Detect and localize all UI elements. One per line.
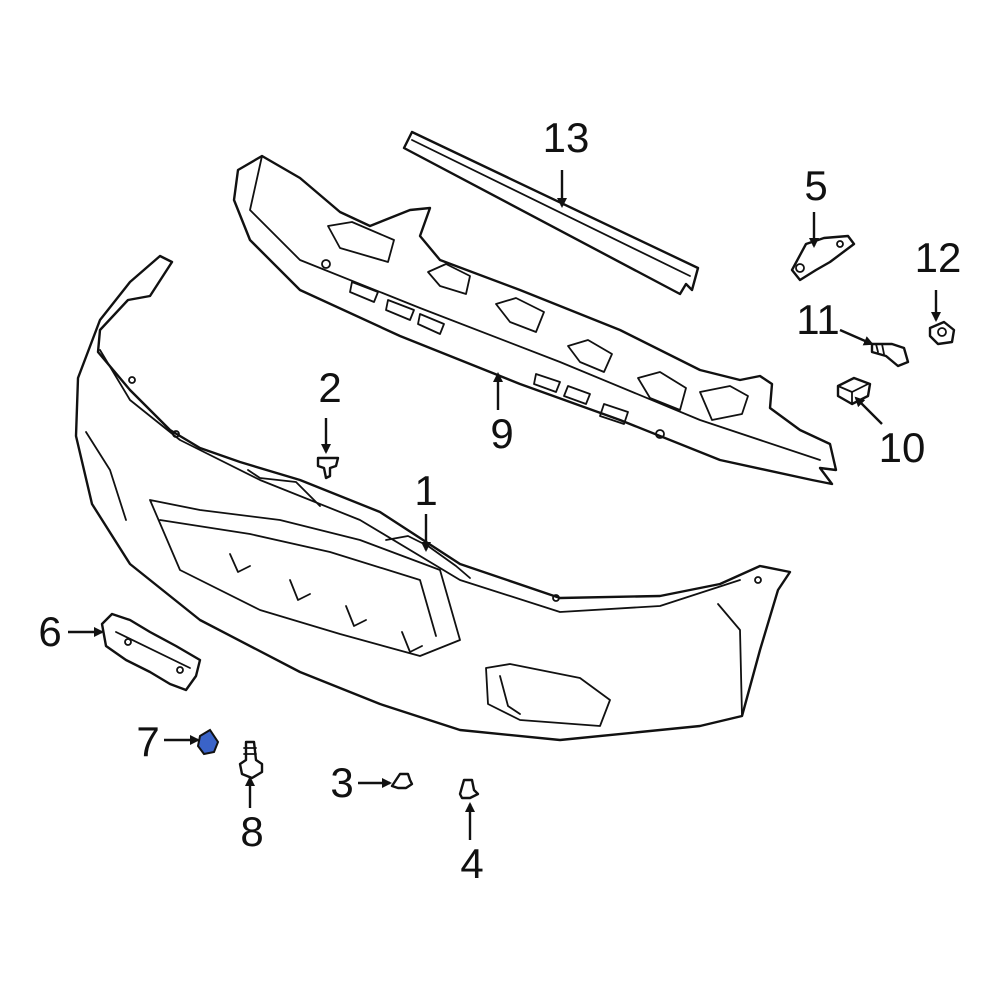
callout-1: 1 [414, 467, 437, 514]
leader-11 [839, 328, 874, 346]
moulding-strip-part[interactable] [402, 130, 700, 296]
push-clip-part[interactable] [316, 456, 340, 480]
callout-4: 4 [460, 840, 483, 887]
callout-13: 13 [543, 114, 590, 161]
highlighted-clip-part[interactable] [196, 728, 220, 756]
callout-3: 3 [330, 759, 353, 806]
callout-10: 10 [879, 424, 926, 471]
callout-11: 11 [796, 296, 840, 343]
callout-6: 6 [38, 608, 61, 655]
lower-clip-part[interactable] [458, 778, 480, 800]
callout-7: 7 [136, 718, 159, 765]
callout-8: 8 [240, 808, 263, 855]
callout-12: 12 [915, 234, 962, 281]
stud-bolt-part[interactable] [238, 740, 264, 780]
callout-2: 2 [318, 364, 341, 411]
callout-5: 5 [804, 162, 827, 209]
leader-arrows [68, 170, 941, 840]
nut-part[interactable] [928, 320, 956, 346]
side-bracket-part[interactable] [100, 612, 202, 692]
leader-10 [854, 396, 883, 425]
bumper-cover-part[interactable] [74, 254, 792, 742]
retainer-block-part[interactable] [836, 376, 872, 406]
bolt-part[interactable] [870, 342, 910, 368]
callout-9: 9 [490, 410, 513, 457]
bracket-part[interactable] [790, 234, 856, 282]
bumper-reinforcement-part[interactable] [232, 154, 838, 486]
callout-labels: 1 2 3 4 5 6 7 8 9 10 11 12 13 [38, 114, 961, 887]
screw-clip-part[interactable] [390, 772, 414, 790]
